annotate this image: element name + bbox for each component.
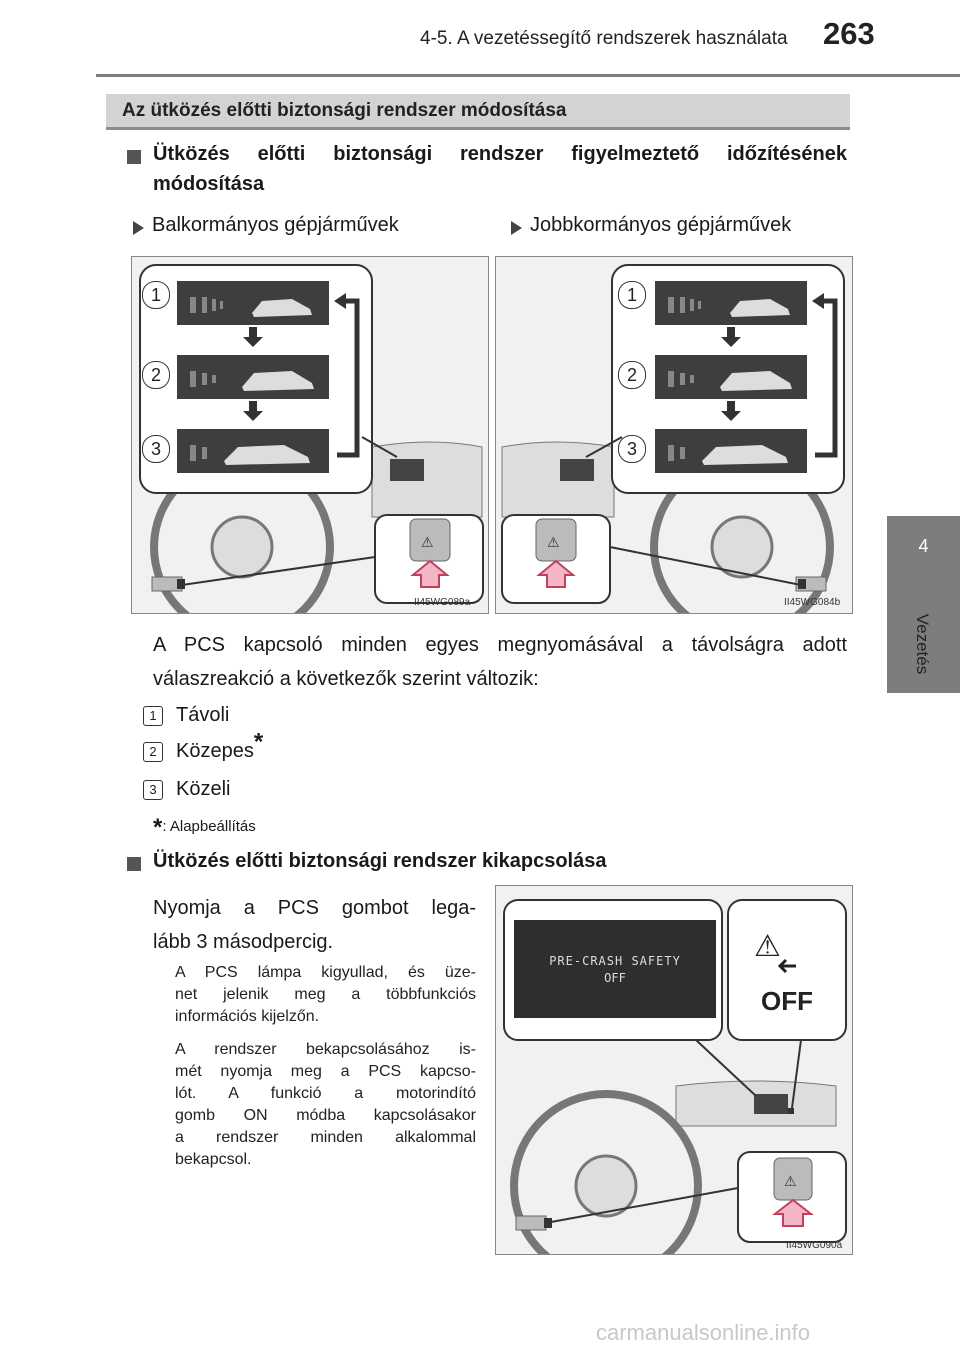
svg-text:⚠: ⚠ (784, 1174, 797, 1190)
sub2-para-line2: lább 3 másodpercig. (153, 931, 334, 953)
list-item-text: Közepes* (176, 728, 264, 762)
note2-line1: A rendszer bekapcsolásához is- (175, 1041, 476, 1058)
chapter-label: Vezetés (913, 613, 932, 675)
figure-lhd: ⚠ 1 2 3 II45WG089a (131, 256, 489, 639)
callout-num-2: 2 (618, 361, 646, 389)
col-label-left: Balkormányos gépjárművek (152, 214, 399, 236)
col-label-right: Jobbkormányos gépjárművek (530, 214, 792, 236)
display-line1: PRE-CRASH SAFETY (549, 954, 681, 968)
note1-line2: net jelenik meg a többfunkciós (175, 986, 476, 1003)
callout-num-2: 2 (142, 361, 170, 389)
triangle-bullet-icon (133, 221, 144, 235)
callout-num-1: 1 (618, 281, 646, 309)
list-item-text: Távoli (176, 704, 230, 726)
list-item-text: Közeli (176, 778, 231, 800)
display-line2: OFF (604, 971, 626, 985)
subheading-1-line2: módosítása (153, 173, 265, 195)
pcs-off-label: OFF (761, 986, 813, 1016)
svg-text:⚠: ⚠ (421, 535, 434, 551)
list-num: 1 (143, 706, 163, 726)
subheading-1-line1: Ütközés előtti biztonsági rendszer figye… (153, 143, 847, 165)
header-rule (96, 74, 960, 77)
triangle-bullet-icon (511, 221, 522, 235)
bullet-square (127, 150, 141, 164)
paragraph-line2: válaszreakció a következők szerint válto… (153, 668, 539, 690)
figure-code: II45WG090a (786, 1240, 843, 1251)
callout-num-3: 3 (618, 435, 646, 463)
figure-rhd-illustration: ⚠ (496, 257, 852, 639)
footnote: *: Alapbeállítás (153, 814, 256, 841)
figure-lhd-illustration: ⚠ (132, 257, 488, 639)
chapter-tab (887, 516, 960, 693)
figure-pcs-off-illustration: ⚠ ⚠ (496, 886, 852, 1282)
sub2-para-line1: Nyomja a PCS gombot lega- (153, 897, 476, 919)
section-title: Az ütközés előtti biztonsági rendszer mó… (122, 100, 567, 121)
figure-code: II45WG089a (414, 597, 471, 608)
list-num: 2 (143, 742, 163, 762)
watermark: carmanualsonline.info (596, 1320, 811, 1345)
note2-line3: lót. A funkció a motorindító (175, 1085, 476, 1102)
note2-line6: bekapcsol. (175, 1151, 252, 1168)
bullet-square (127, 857, 141, 871)
paragraph-line1: A PCS kapcsoló minden egyes megnyomásáva… (153, 634, 847, 656)
svg-text:⚠: ⚠ (547, 535, 560, 551)
note2-line2: mét nyomja meg a PCS kapcso- (175, 1063, 476, 1080)
section-bar (106, 94, 850, 130)
svg-text:⚠: ⚠ (754, 929, 781, 964)
callout-num-1: 1 (142, 281, 170, 309)
figure-pcs-off: ⚠ ⚠ PRE-CRASH SAFETY OFF OFF II45WG090a (495, 885, 853, 1282)
note2-line5: a rendszer minden alkalommal (175, 1129, 476, 1146)
note1-line3: információs kijelzőn. (175, 1008, 320, 1025)
note2-line4: gomb ON módba kapcsolásakor (175, 1107, 476, 1124)
callout-num-3: 3 (142, 435, 170, 463)
figure-rhd: ⚠ 1 2 3 II45WG084b (495, 256, 853, 639)
page-number: 263 (823, 16, 875, 51)
subheading-2: Ütközés előtti biztonsági rendszer kikap… (153, 850, 607, 872)
list-num: 3 (143, 780, 163, 800)
figure-code: II45WG084b (784, 597, 841, 608)
chapter-number: 4 (918, 536, 929, 556)
note1-line1: A PCS lámpa kigyullad, és üze- (175, 964, 476, 981)
running-header-title: 4-5. A vezetéssegítő rendszerek használa… (420, 28, 788, 49)
